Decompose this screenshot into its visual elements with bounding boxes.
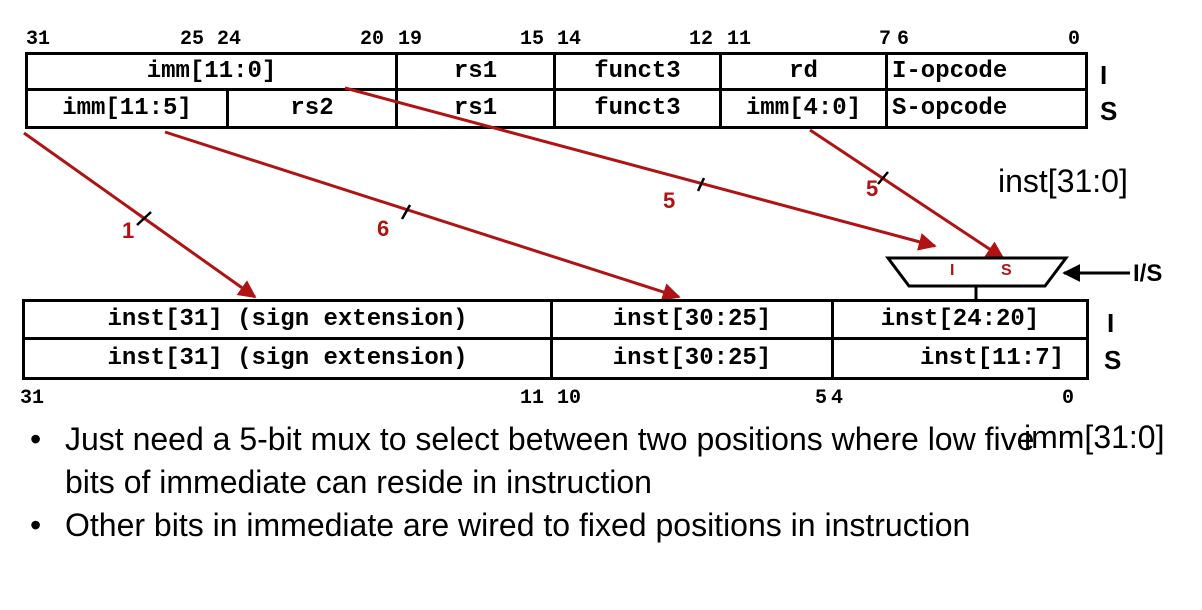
inst-bit-0: 0: [1068, 28, 1081, 51]
i-opcode-field: I-opcode: [885, 55, 1085, 88]
width-label-1: 1: [122, 218, 135, 243]
imm-bit-10: 10: [557, 387, 582, 410]
i-rd-field: rd: [719, 55, 885, 88]
imm-bit-11: 11: [520, 387, 545, 410]
inst-bit-12: 12: [689, 28, 714, 51]
s-imm-high-field: imm[11:5]: [62, 95, 192, 122]
mux-select-label: I/S: [1133, 260, 1163, 287]
inst-bit-20: 20: [360, 28, 385, 51]
width-label-5b: 5: [866, 176, 879, 201]
imm-bit-31: 31: [20, 387, 45, 410]
immediate-format-table: inst[31] (sign extension) inst[30:25] in…: [22, 299, 1089, 380]
inst-bit-11: 11: [727, 28, 752, 51]
inst-bit-24: 24: [217, 28, 242, 51]
s-opcode-field: S-opcode: [885, 91, 1085, 126]
width-tick-1: [136, 211, 152, 226]
bullet-text: Other bits in immediate are wired to fix…: [65, 507, 971, 543]
inst-bit-31: 31: [26, 28, 51, 51]
inst-s-row-label: S: [1100, 96, 1118, 126]
sign-bit-wire: [23, 131, 257, 299]
bullet-item: • Other bits in immediate are wired to fi…: [30, 504, 1040, 547]
i-low-bits-wire: [344, 86, 937, 251]
imm-i-mid-field: inst[30:25]: [550, 302, 831, 337]
bullet-dot: •: [30, 421, 42, 457]
bullet-dot: •: [30, 507, 42, 543]
inst-bit-19: 19: [398, 28, 423, 51]
imm-range-label: imm[31:0]: [1024, 419, 1165, 455]
imm-s-low-field: inst[11:7]: [831, 340, 1086, 377]
width-label-5a: 5: [663, 188, 676, 213]
bullet-text: Just need a 5-bit mux to select between …: [65, 421, 1035, 500]
mux-input-i-label: I: [950, 262, 955, 279]
s-rs2-field: rs2: [226, 91, 395, 126]
imm-i-row-label: I: [1107, 308, 1115, 338]
imm-30-25-wire: [164, 130, 681, 301]
inst-bit-14: 14: [557, 28, 582, 51]
s-imm-low-field: imm[4:0]: [719, 91, 885, 126]
bullet-list: • Just need a 5-bit mux to select between…: [30, 418, 1040, 547]
imm-s-row-label: S: [1104, 345, 1122, 375]
imm-i-sign-field: inst[31] (sign extension): [107, 306, 468, 333]
imm-i-low-field: inst[24:20]: [831, 302, 1086, 337]
mux-5bit: [885, 256, 1069, 288]
s-rs1-field: rs1: [395, 91, 553, 126]
instruction-format-table: imm[11:0] rs1 funct3 rd I-opcode imm[11:…: [25, 52, 1088, 129]
inst-bit-15: 15: [520, 28, 545, 51]
inst-bit-6: 6: [897, 28, 910, 51]
inst-bit-7: 7: [879, 28, 892, 51]
imm-bit-5: 5: [815, 387, 828, 410]
width-tick-5a: [696, 177, 706, 192]
width-tick-5b: [877, 171, 889, 185]
i-format-row: imm[11:0] rs1 funct3 rd I-opcode: [28, 55, 1085, 91]
i-imm-field: imm[11:0]: [146, 58, 277, 85]
i-rs1-field: rs1: [395, 55, 553, 88]
imm-s-row: inst[31] (sign extension) inst[30:25] in…: [25, 340, 1086, 377]
bullet-item: • Just need a 5-bit mux to select between…: [30, 418, 1040, 504]
s-low-bits-wire: [809, 128, 1005, 260]
i-funct3-field: funct3: [553, 55, 719, 88]
s-funct3-field: funct3: [553, 91, 719, 126]
inst-bit-25: 25: [180, 28, 205, 51]
s-format-row: imm[11:5] rs2 rs1 funct3 imm[4:0] S-opco…: [28, 91, 1085, 126]
imm-i-row: inst[31] (sign extension) inst[30:25] in…: [25, 302, 1086, 340]
inst-range-label: inst[31:0]: [998, 163, 1128, 199]
imm-bit-4: 4: [831, 387, 844, 410]
imm-s-sign-field: inst[31] (sign extension): [107, 345, 468, 372]
width-label-6: 6: [377, 216, 390, 241]
width-tick-6: [400, 204, 412, 220]
mux-input-s-label: S: [1001, 262, 1012, 279]
imm-s-mid-field: inst[30:25]: [550, 340, 831, 377]
imm-bit-0: 0: [1062, 387, 1075, 410]
inst-i-row-label: I: [1100, 60, 1108, 90]
